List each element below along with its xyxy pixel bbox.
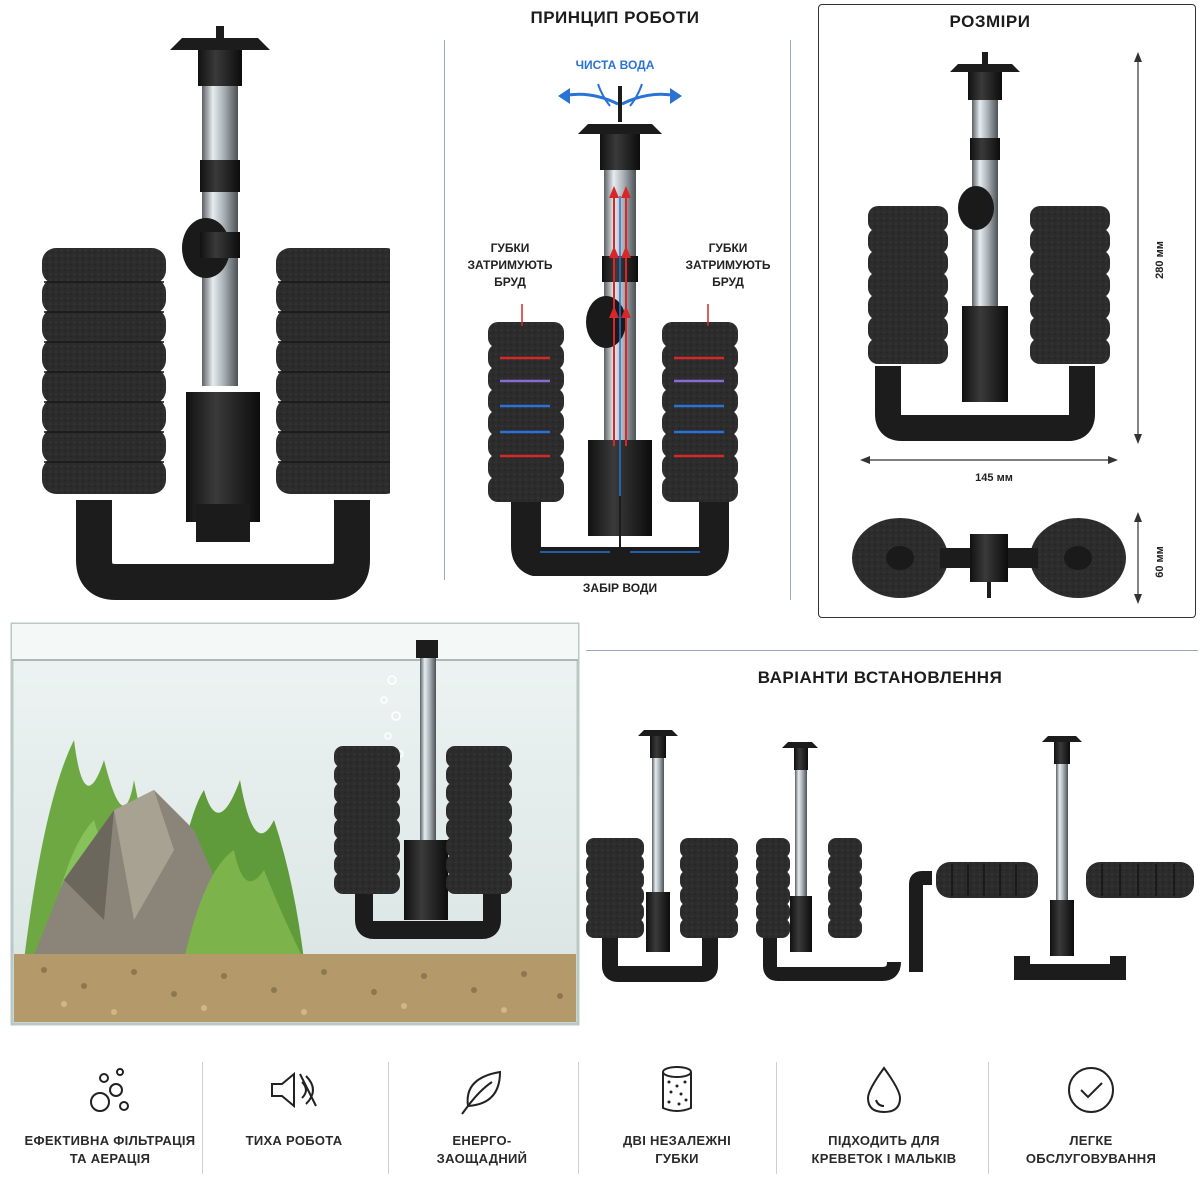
width-label: 145 мм [975,472,1013,484]
variant-standard [586,730,738,982]
sponge-right [276,248,390,494]
check-circle-icon [1068,1067,1114,1113]
leaf-icon [461,1070,502,1115]
feature-divider [388,1062,389,1174]
feature-divider [578,1062,579,1174]
feature-divider [202,1062,203,1174]
feature-divider [988,1062,989,1174]
quiet-speaker-icon [271,1071,317,1109]
feature-two-sponges: ДВІ НЕЗАЛЕЖНІ ГУБКИ [582,1062,772,1192]
installation-variants [586,730,1194,982]
sponge-icon [662,1066,692,1112]
product-photo-main [42,26,390,600]
principle-title: ПРИНЦИП РОБОТИ [530,8,700,27]
variant-horizontal [909,736,1194,980]
dimensions-frame [818,4,1196,618]
feature-divider [776,1062,777,1174]
installation-title: ВАРІАНТИ ВСТАНОВЛЕННЯ [757,668,1003,687]
variant-slim [756,742,901,981]
feature-filtration: ЕФЕКТИВНА ФІЛЬТРАЦІЯ ТА АЕРАЦІЯ [20,1062,200,1192]
water-drop-icon [866,1066,902,1114]
clean-water-label: ЧИСТА ВОДА [575,58,655,72]
feature-shrimp-safe: ПІДХОДИТЬ ДЛЯ КРЕВЕТОК І МАЛЬКІВ [784,1062,984,1192]
bubbles-icon [90,1068,129,1112]
divider-line [586,650,1198,651]
height-label: 280 мм [1154,241,1166,279]
sponge-right-label: ГУБКИ ЗАТРИМУЮТЬ БРУД [685,241,771,289]
feature-quiet: ТИХА РОБОТА [204,1062,384,1192]
sponge-left [42,248,166,494]
divider-line [444,40,445,580]
dimensions-title: РОЗМІРИ [949,12,1031,31]
feature-energy: ЕНЕРГО- ЗАОЩАДНИЙ [392,1062,572,1192]
feature-easy-maintenance: ЛЕГКЕ ОБСЛУГОВУВАННЯ [996,1062,1186,1192]
principle-diagram [488,83,738,576]
intake-label: ЗАБІР ВОДИ [582,581,658,595]
divider-line [790,40,791,600]
dimensions-diagram [852,52,1142,604]
sponge-left-label: ГУБКИ ЗАТРИМУЮТЬ БРУД [467,241,553,289]
depth-label: 60 мм [1154,546,1166,578]
aquarium-photo [4,620,582,1030]
